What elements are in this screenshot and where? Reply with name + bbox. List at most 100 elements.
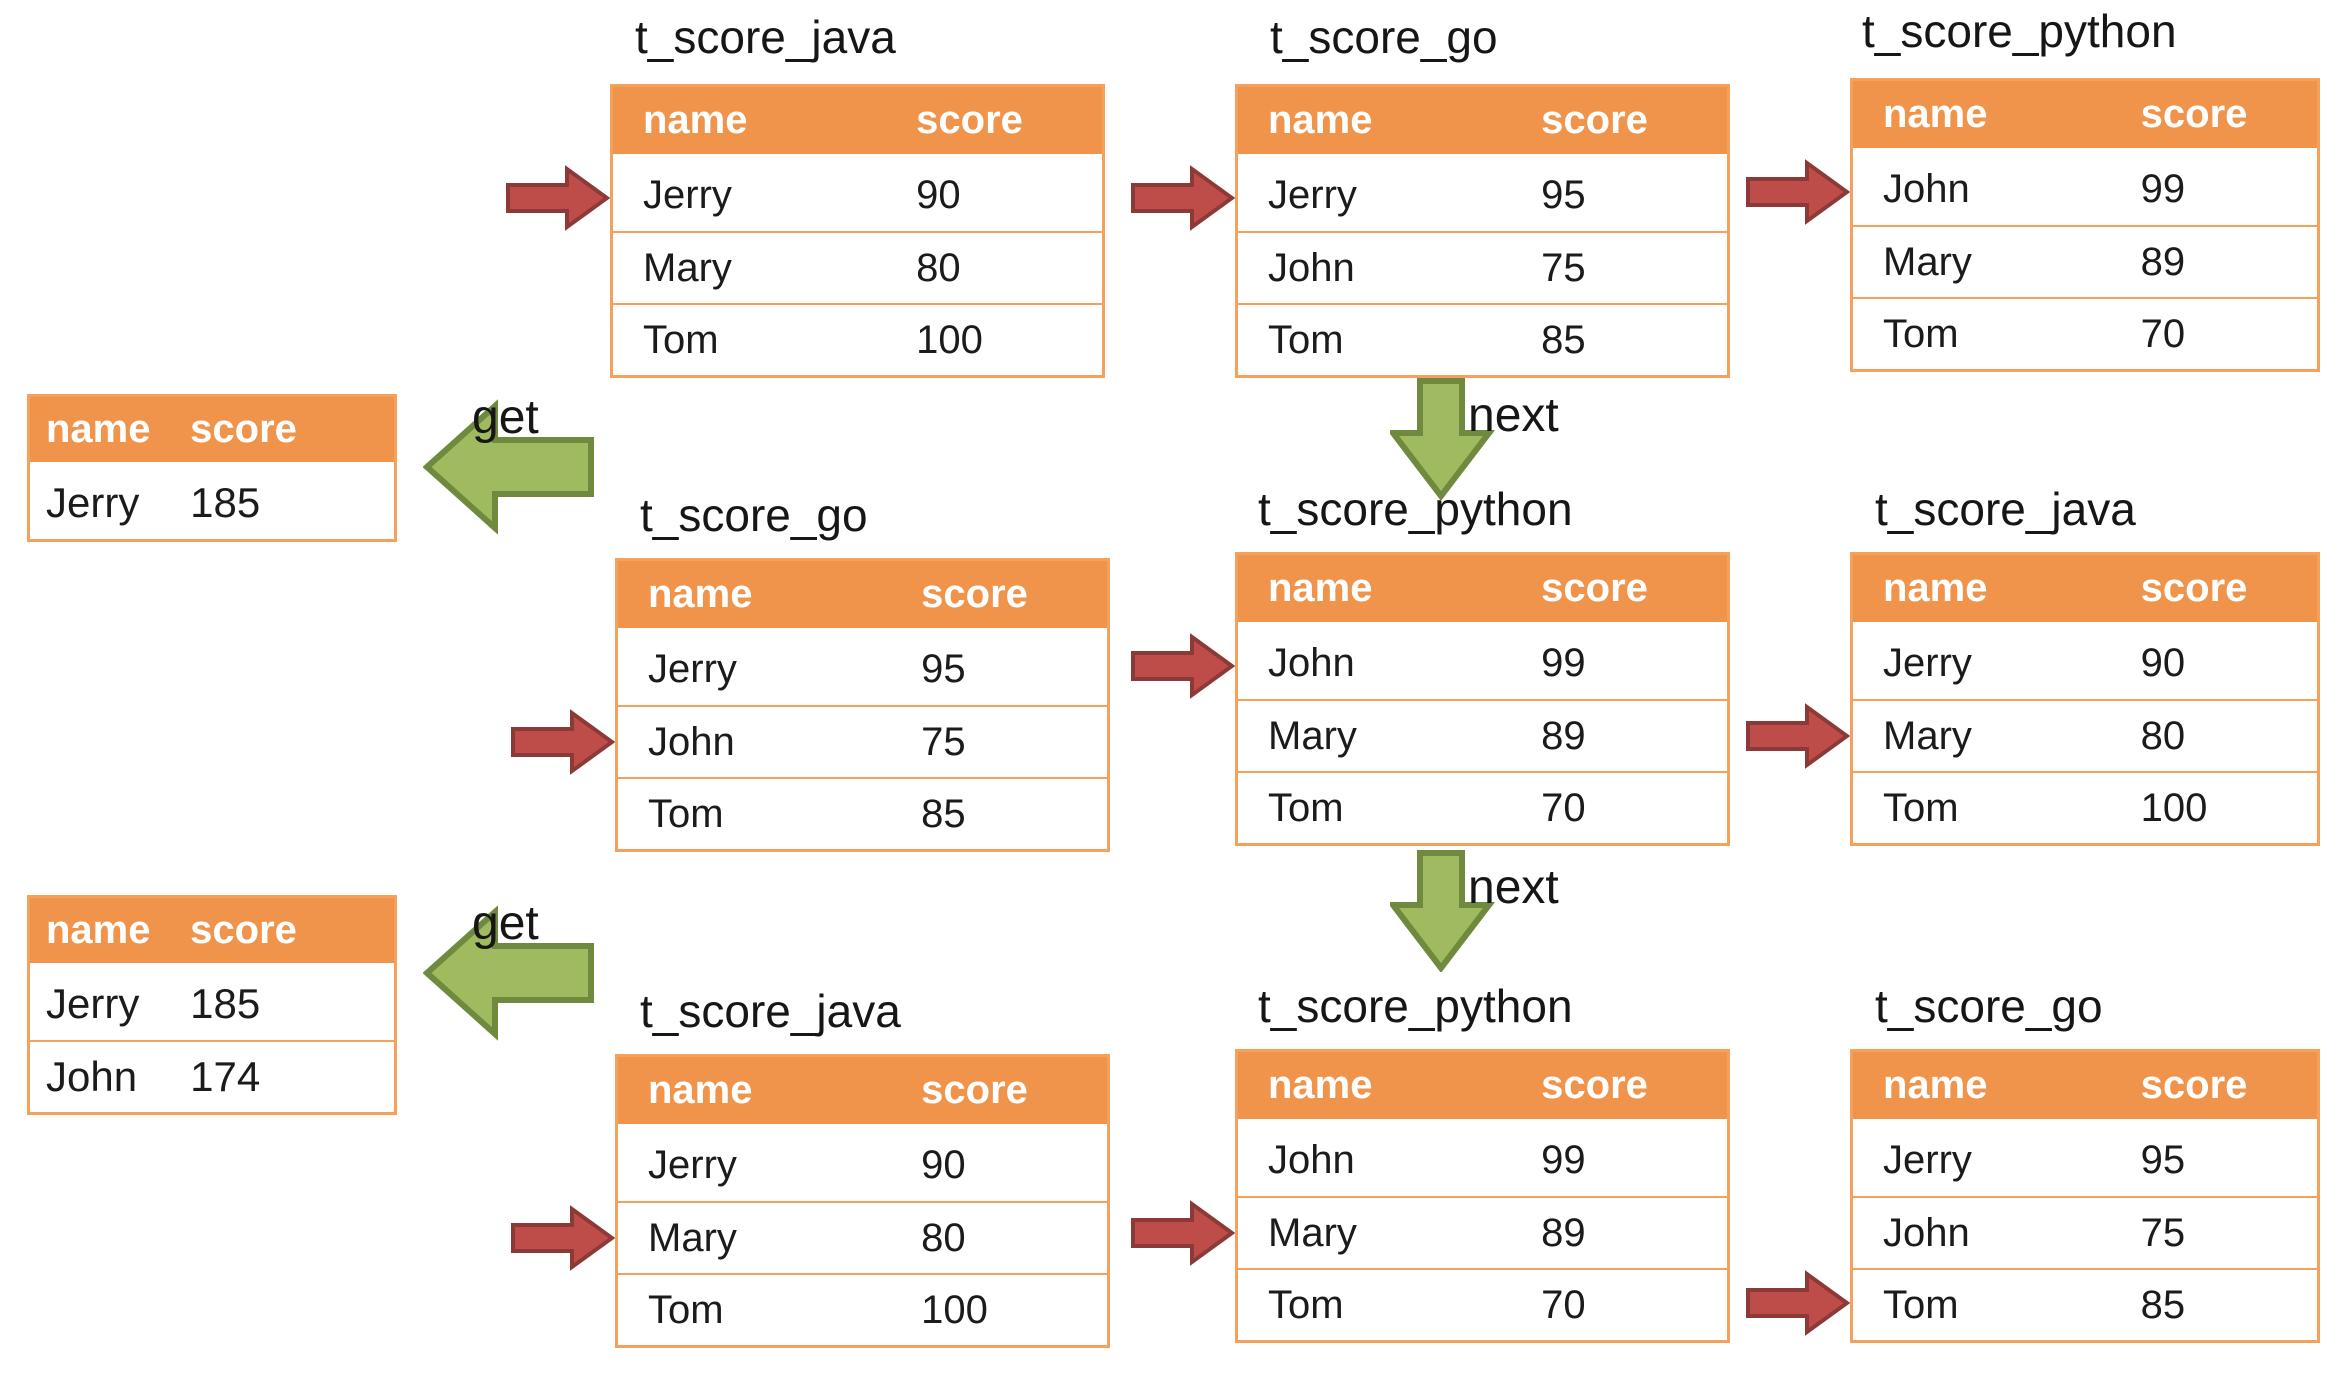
- column-header-name: name: [1883, 566, 1988, 610]
- next-label: next: [1468, 389, 1559, 442]
- cell-score: 99: [1541, 640, 1586, 685]
- table-row: Jerry 185: [30, 968, 394, 1040]
- next-label: next: [1468, 861, 1559, 914]
- cell-name: Mary: [1883, 713, 1972, 758]
- cell-name: Tom: [643, 317, 719, 362]
- table-title: t_score_python: [1862, 5, 2177, 57]
- cell-score: 75: [2140, 1210, 2186, 1255]
- cell-score: 95: [1541, 172, 1586, 217]
- table-title: t_score_python: [1258, 483, 1573, 535]
- row-pointer-arrow-java1-jerry: [505, 165, 610, 231]
- column-header-score: score: [2140, 1063, 2248, 1107]
- column-header-score: score: [921, 572, 1028, 616]
- cell-score: 89: [2140, 239, 2186, 284]
- column-header-name: name: [643, 98, 748, 142]
- cell-score: 70: [2140, 311, 2186, 356]
- row-pointer-arrow-java3-mary: [510, 1205, 615, 1271]
- cell-name: Tom: [1883, 311, 1959, 356]
- table-row: Tom 70: [1853, 297, 2317, 369]
- table-header-row: name score: [30, 898, 394, 968]
- get-arrow-step2: [423, 398, 595, 536]
- cell-score: 90: [916, 172, 961, 217]
- cell-name: Tom: [648, 791, 724, 836]
- table-row: Tom 100: [618, 1273, 1107, 1345]
- cell-score: 185: [190, 980, 261, 1027]
- cell-name: Mary: [1268, 713, 1357, 758]
- row-pointer-arrow-python1-john: [1745, 159, 1850, 225]
- cell-score: 85: [921, 791, 966, 836]
- cell-name: Mary: [648, 1215, 737, 1260]
- row-pointer-arrow-go1-jerry: [1130, 165, 1235, 231]
- cell-name: Tom: [1268, 1282, 1344, 1327]
- table-row: John 75: [1853, 1196, 2317, 1268]
- cell-name: Tom: [1883, 1282, 1959, 1327]
- cell-name: Tom: [648, 1287, 724, 1332]
- cell-name: Tom: [1268, 785, 1344, 830]
- table-title: t_score_java: [640, 985, 901, 1037]
- cell-score: 89: [1541, 713, 1586, 758]
- cell-score: 70: [1541, 1282, 1586, 1327]
- cell-name: Jerry: [1883, 1137, 1972, 1182]
- cell-name: John: [648, 719, 735, 764]
- row-pointer-arrow-python2-john: [1130, 633, 1235, 699]
- column-header-name: name: [648, 572, 753, 616]
- cell-name: Mary: [643, 245, 732, 290]
- cell-score: 75: [921, 719, 966, 764]
- column-header-score: score: [1541, 98, 1648, 142]
- cell-name: Jerry: [648, 646, 737, 691]
- cell-name: John: [1883, 1210, 1970, 1255]
- row-pointer-arrow-go2-john: [510, 709, 615, 775]
- cell-score: 100: [921, 1287, 988, 1332]
- column-header-score: score: [916, 98, 1023, 142]
- column-header-name: name: [1883, 92, 1988, 136]
- cell-score: 90: [921, 1142, 966, 1187]
- column-header-score: score: [1541, 1063, 1648, 1107]
- column-header-name: name: [46, 407, 151, 451]
- column-header-name: name: [1268, 566, 1373, 610]
- table-title: t_score_go: [640, 489, 868, 541]
- column-header-score: score: [1541, 566, 1648, 610]
- cell-name: Jerry: [648, 1142, 737, 1187]
- table-row: Mary 80: [1853, 699, 2317, 771]
- column-header-name: name: [46, 908, 151, 952]
- cell-name: John: [46, 1053, 138, 1100]
- cell-score: 95: [921, 646, 966, 691]
- row-pointer-arrow-go3-tom: [1745, 1270, 1850, 1336]
- cell-score: 85: [1541, 317, 1586, 362]
- cell-name: Jerry: [46, 980, 140, 1027]
- cell-name: John: [1268, 640, 1355, 685]
- table-row: John 75: [618, 705, 1107, 777]
- cell-score: 80: [2140, 713, 2186, 758]
- row-pointer-arrow-java2-mary: [1745, 703, 1850, 769]
- table-title: t_score_python: [1258, 980, 1573, 1032]
- next-arrow-step1: [1390, 378, 1495, 500]
- cell-score: 99: [2140, 166, 2186, 211]
- column-header-score: score: [190, 908, 297, 952]
- table-title: t_score_java: [1875, 483, 2136, 535]
